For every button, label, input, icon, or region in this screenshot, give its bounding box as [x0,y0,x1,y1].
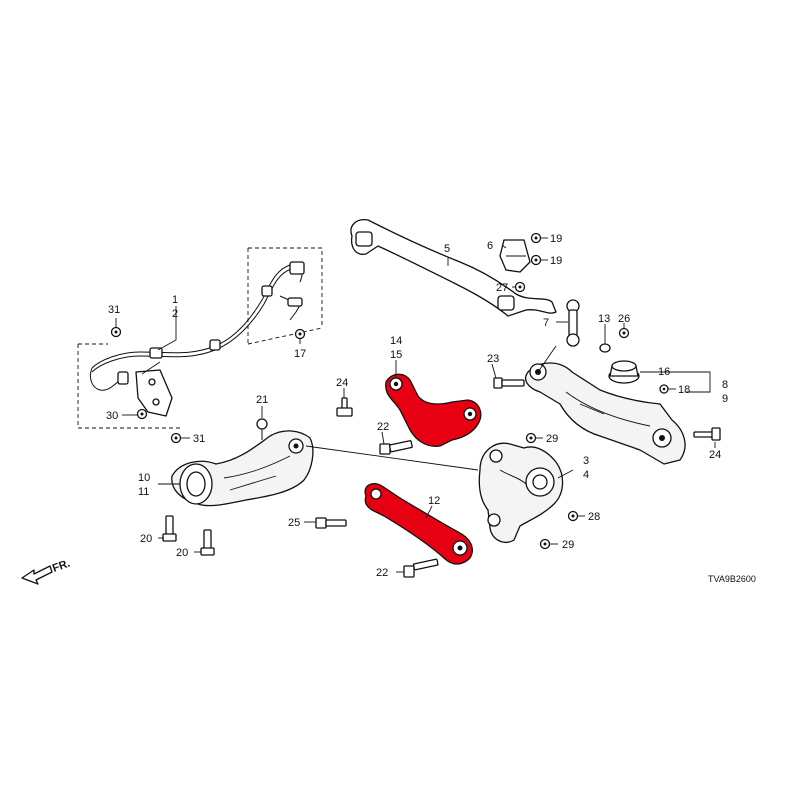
callout-12: 12 [428,495,440,507]
callout-7: 7 [543,317,549,329]
callout-1: 1 [172,294,178,306]
bolt-22-lower [403,558,439,578]
bolt-25 [315,517,347,529]
callout-25: 25 [288,517,300,529]
front-label: FR. [51,557,72,574]
nut-19-lower [530,254,542,266]
bolt-22-upper [379,440,413,455]
callout-9: 9 [722,393,728,405]
callout-labels: 1 2 3 4 5 6 7 8 9 10 11 12 13 14 15 16 1… [106,233,728,579]
callout-28: 28 [588,511,600,523]
callout-16: 16 [658,366,670,378]
callout-11: 11 [138,486,149,498]
trailing-arm [171,430,314,507]
bolt-24-left [336,397,353,417]
bolt-18 [659,384,669,394]
callout-13: 13 [598,313,610,325]
washer-13 [599,343,611,353]
stabilizer-bar [350,219,557,317]
callout-31-upper: 31 [108,304,120,316]
callout-26: 26 [618,313,630,325]
callout-10: 10 [138,472,150,484]
callout-23: 23 [487,353,499,365]
front-direction-arrow: FR. [21,557,72,585]
callout-8: 8 [722,379,728,391]
leader-lines [115,237,716,573]
callout-18: 18 [678,384,690,396]
bolt-30 [136,408,148,420]
callout-15: 15 [390,349,402,361]
callout-19-upper: 19 [550,233,562,245]
callout-2: 2 [172,308,178,320]
lower-control-arm [525,362,686,465]
bolt-23 [493,377,525,389]
bolt-17 [294,328,306,340]
callout-5: 5 [444,243,450,255]
knuckle [478,442,564,543]
bolt-20-right [200,529,215,556]
nut-27 [514,281,526,293]
stabilizer-link [566,299,580,347]
nut-19-upper [530,232,542,244]
spring-seat [608,360,640,384]
callout-19-lower: 19 [550,255,562,267]
callout-20-right: 20 [176,547,188,559]
callout-31-lower: 31 [193,433,205,445]
bolt-31-lower [170,432,182,444]
callout-20-left: 20 [140,533,152,545]
arrow-left-icon [21,565,53,585]
callout-22-upper: 22 [377,421,389,433]
nut-26 [618,327,630,339]
callout-21: 21 [256,394,268,406]
bolt-20-left [162,515,177,542]
callout-3: 3 [583,455,589,467]
callout-29-lower: 29 [562,539,574,551]
callout-6: 6 [487,240,493,252]
bolt-21 [256,418,268,440]
callout-30: 30 [106,410,118,422]
lower-link-arm-highlighted [364,482,473,565]
callout-27: 27 [496,282,508,294]
callout-22-lower: 22 [376,567,388,579]
nut-29-upper [525,432,537,444]
nut-28 [567,510,579,522]
bolt-31-upper [110,326,122,338]
callout-24-right: 24 [709,449,721,461]
bolt-24-right [693,427,721,441]
brake-hose-harness [89,261,305,417]
callout-29-upper: 29 [546,433,558,445]
stabilizer-holder [499,239,531,273]
guide-lines [141,345,557,471]
callout-4: 4 [583,469,589,481]
harness-group-frame [77,247,323,429]
diagram-code: TVA9B2600 [708,574,756,584]
upper-arm-highlighted [385,373,482,447]
callout-17: 17 [294,348,306,360]
callout-24-left: 24 [336,377,348,389]
callout-14: 14 [390,335,402,347]
nut-29-lower [539,538,551,550]
